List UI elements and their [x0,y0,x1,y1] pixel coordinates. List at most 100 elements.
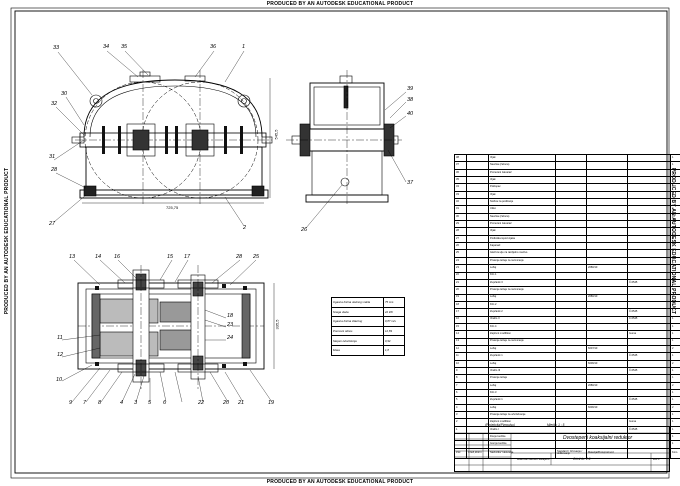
bom-cell: Vijak [488,176,556,185]
bom-cell [555,374,587,383]
bom-cell [586,256,628,266]
bom-cell [466,322,489,332]
bom-cell: Ležaj [488,264,556,273]
bom-cell: 24 [454,256,467,266]
bom-cell: 34 [454,183,467,192]
bom-cell: 1 [670,234,680,244]
bom-cell: Prstenje ležaje za razmicanje [488,337,556,346]
bom-cell: 19 [454,293,467,302]
bom-cell [586,286,628,295]
bom-cell [627,190,671,200]
bom-cell [627,359,671,368]
bom-cell [555,352,587,361]
bom-cell [466,227,489,236]
callout-8: 8 [98,400,102,406]
bom-cell [586,183,628,192]
bom-cell: 10 [454,359,467,368]
bom-cell: 1 [670,388,680,398]
bom-cell: 1 [670,242,680,251]
bom-cell [555,278,587,288]
bom-cell [466,381,489,391]
bom-cell [627,234,671,244]
bom-cell: Klin 1 [488,271,556,280]
callout-11: 11 [57,335,63,341]
bom-cell: 29 [454,220,467,229]
bom-cell: 1 [670,352,680,361]
bom-cell: 28 [454,227,467,236]
bom-cell [466,256,489,266]
bom-cell [627,176,671,185]
bom-cell [555,161,587,170]
bom-cell [466,161,489,170]
bom-cell [555,366,587,376]
bom-cell: 2 [670,359,680,368]
watermark-top: PRODUCED BY AN AUTODESK EDUCATIONAL PROD… [266,1,414,7]
callout-28: 28 [51,167,58,173]
bom-cell: 1 [670,374,680,383]
bom-cell: 18 [454,300,467,310]
bom-cell: 31 [454,205,467,214]
bom-cell [466,153,489,163]
title-block-grid [455,432,669,471]
bom-cell [586,227,628,236]
bom-cell: 1 [670,411,680,420]
title-name: Dvostepeni koaksijalni reduktor [563,435,633,441]
bom-cell [627,227,671,236]
bom-cell: Prstenje ležaje za razmicanje [488,256,556,266]
bom-cell [627,337,671,346]
bom-cell [586,168,628,178]
bom-cell: 7 [454,381,467,391]
bom-cell: 23 [454,264,467,273]
callout-4: 4 [120,400,124,406]
bom-cell [627,198,671,207]
bom-cell: Ležaj [488,403,556,413]
bom-cell: 1 [670,322,680,332]
callout-28b: 28 [236,254,243,260]
bom-cell [627,300,671,310]
callout-32: 32 [51,101,58,107]
bom-cell: 1 [670,396,680,405]
bom-cell: Vijak [488,227,556,236]
title-projection: (Projekcija/Pimpulsu) [485,423,515,427]
bom-cell: 2 [670,403,680,413]
bom-cell [586,212,628,222]
bom-cell [466,220,489,229]
front-view [71,70,273,205]
bom-cell: Klin 4 [488,322,556,332]
bom-cell: 2 [670,264,680,273]
bom-cell: 1 [670,315,680,324]
bom-cell [586,411,628,420]
callout-14: 14 [95,254,102,260]
bom-cell [627,388,671,398]
bom-cell [555,220,587,229]
bom-cell: Zupčanik 3 [488,278,556,288]
bom-cell [555,344,587,354]
bom-cell [586,190,628,200]
bom-cell: 1 [670,168,680,178]
bom-cell [586,315,628,324]
bom-cell: Zupčanik 2 [488,308,556,317]
bom-cell [466,330,489,339]
bom-cell [627,411,671,420]
bom-cell [555,190,587,200]
bom-cell [466,366,489,376]
bom-cell: Uško [488,205,556,214]
bom-cell: Prstenje ležaje za razmicanje [488,286,556,295]
bom-cell [466,205,489,214]
bom-cell [586,220,628,229]
bom-cell: Prorezani zatvarač [488,220,556,229]
bom-cell [466,198,489,207]
bom-cell [555,403,587,413]
bom-cell [466,315,489,324]
bom-cell: 2 [670,344,680,354]
